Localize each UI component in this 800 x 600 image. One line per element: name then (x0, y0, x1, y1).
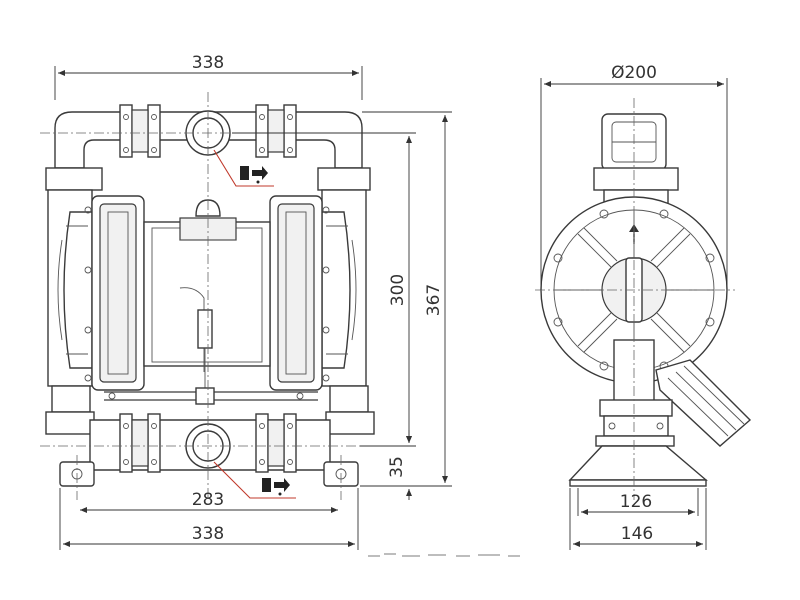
dim-label-300: 300 (388, 274, 408, 306)
dim-bottom-width: 338 (59, 488, 359, 550)
dim-label-338-bottom: 338 (192, 524, 224, 544)
dim-label-367: 367 (424, 284, 444, 316)
lower-body (45, 385, 375, 435)
left-chamber (45, 167, 145, 391)
front-view: 338 283 338 300 367 (40, 53, 452, 550)
liquid-outlet-icon (213, 149, 274, 187)
bottom-manifold (89, 413, 331, 473)
center-air-block (143, 199, 271, 392)
dim-label-diameter-200: Ø200 (611, 63, 657, 83)
dim-top-width: 338 (54, 53, 363, 100)
side-outlet-port (593, 113, 679, 207)
dim-label-338-top: 338 (192, 53, 224, 73)
dim-label-283: 283 (192, 490, 224, 510)
dim-height-300: 300 (232, 132, 416, 447)
liquid-inlet-icon (213, 461, 296, 499)
dim-label-126: 126 (620, 492, 652, 512)
dim-label-146: 146 (621, 524, 653, 544)
dim-foot-spacing: 283 (80, 490, 338, 513)
top-manifold (54, 104, 363, 169)
right-chamber (269, 167, 371, 391)
dim-height-367: 367 (360, 111, 452, 487)
dim-diameter-200: Ø200 (540, 63, 728, 290)
side-view: Ø200 126 146 (535, 63, 752, 550)
air-line (104, 387, 318, 405)
dim-base-126: 126 (577, 488, 699, 516)
dim-base-35: 35 (387, 430, 412, 500)
side-base (568, 445, 708, 487)
bottom-edge-fragment (368, 553, 520, 557)
dim-label-35: 35 (387, 456, 407, 478)
dim-base-146: 146 (569, 488, 707, 550)
